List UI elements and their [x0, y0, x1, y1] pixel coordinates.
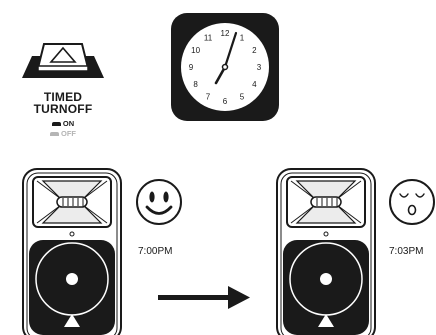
time-before: 7:00PM: [138, 246, 172, 257]
speaker-after-icon: [275, 167, 377, 335]
switch-state-on-row: ON: [18, 119, 108, 128]
clock-numeral-1: 1: [240, 34, 245, 43]
sleeping-face-icon: [388, 178, 436, 226]
speaker-before-icon: [21, 167, 123, 335]
time-after: 7:03PM: [389, 246, 436, 257]
smiling-face-icon: [135, 178, 183, 226]
clock-numeral-11: 11: [204, 34, 213, 43]
clock-numeral-2: 2: [252, 46, 257, 55]
switch-state-on: ON: [63, 119, 74, 128]
switch-state-off: OFF: [61, 129, 76, 138]
timed-turnoff-switch: TIMED TURNOFF ON OFF: [18, 40, 108, 140]
clock-numeral-9: 9: [189, 63, 194, 72]
clock-numeral-8: 8: [193, 80, 198, 89]
right-arrow-icon: [158, 285, 250, 309]
clock-numeral-10: 10: [191, 46, 200, 55]
clock-numeral-12: 12: [221, 29, 230, 38]
switch-button-icon: [18, 40, 108, 82]
clock-numeral-6: 6: [223, 97, 228, 106]
clock-numeral-4: 4: [252, 80, 257, 89]
clock-numeral-7: 7: [206, 92, 211, 101]
off-position-icon: [50, 132, 59, 136]
switch-title-line2: TURNOFF: [18, 103, 108, 115]
clock-numeral-3: 3: [257, 63, 262, 72]
switch-state-off-row: OFF: [18, 129, 108, 138]
clock-numeral-5: 5: [240, 92, 245, 101]
on-position-icon: [52, 122, 61, 126]
